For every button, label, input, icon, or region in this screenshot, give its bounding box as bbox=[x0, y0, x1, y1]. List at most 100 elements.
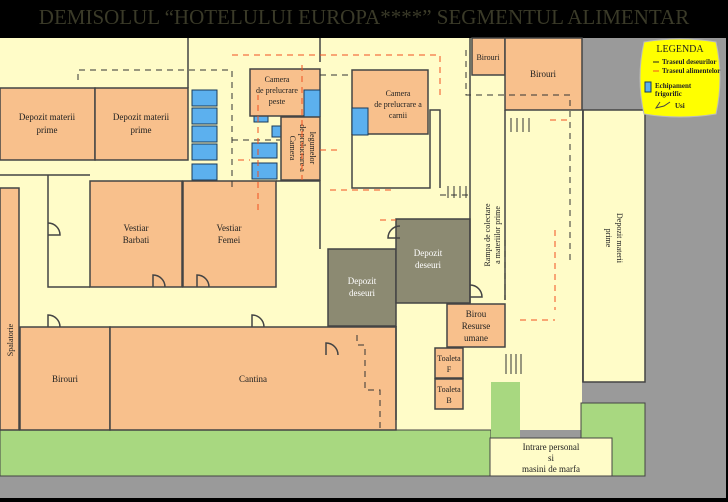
label: prime bbox=[604, 229, 613, 248]
label: Toaleta bbox=[437, 354, 461, 363]
label: Intrare personal bbox=[523, 442, 580, 452]
label: Spalatorie bbox=[6, 323, 15, 356]
entrance-area bbox=[489, 437, 613, 477]
label: Birouri bbox=[530, 69, 556, 79]
room-vestiar-femei bbox=[182, 180, 277, 288]
label: Toaleta bbox=[437, 385, 461, 394]
fridge bbox=[191, 163, 218, 181]
room-depozit-deseuri-1 bbox=[327, 248, 397, 327]
label: Camera bbox=[386, 89, 411, 98]
label: Birou bbox=[466, 309, 487, 319]
legend-item: Traseul alimentelor bbox=[662, 67, 720, 75]
label: Depozit materii bbox=[113, 112, 170, 122]
food-route bbox=[232, 54, 572, 321]
label: Rampa de colectare bbox=[483, 203, 492, 267]
label: Depozit materii bbox=[615, 213, 624, 264]
label-rampa: Rampa de colectare a materiilor prime bbox=[483, 203, 502, 267]
label: Barbati bbox=[123, 235, 150, 245]
label: Birouri bbox=[52, 374, 78, 384]
label: Vestiar bbox=[217, 223, 242, 233]
label: F bbox=[447, 365, 452, 374]
wall bbox=[0, 38, 584, 420]
room-birouri-jos bbox=[19, 326, 111, 431]
label: Depozit bbox=[414, 248, 443, 258]
label: de prelucrare a bbox=[298, 124, 307, 172]
label: si bbox=[548, 453, 555, 463]
room-toaleta-f bbox=[434, 347, 464, 379]
fridge-swatch bbox=[644, 81, 652, 93]
label: prime bbox=[131, 125, 152, 135]
door-icon bbox=[469, 284, 483, 298]
green-area-mid bbox=[491, 382, 520, 438]
label: a materiilor prime bbox=[493, 206, 502, 264]
label: deseuri bbox=[415, 260, 441, 270]
fridge-group bbox=[191, 89, 283, 181]
door-icon bbox=[47, 314, 61, 328]
waste-route bbox=[77, 50, 571, 430]
label: Femei bbox=[218, 235, 241, 245]
green-area-left bbox=[0, 429, 492, 477]
legend-item: Traseul deseurilor bbox=[662, 58, 717, 66]
label: Vestiar bbox=[124, 223, 149, 233]
door-icon bbox=[654, 101, 671, 109]
label: masini de marfa bbox=[522, 464, 580, 474]
label: Camera bbox=[265, 75, 290, 84]
stair-lines bbox=[505, 354, 522, 374]
label: de prelucrare a bbox=[374, 100, 422, 109]
stair-lines bbox=[510, 118, 530, 132]
fridge bbox=[191, 125, 218, 143]
stair-lines bbox=[447, 186, 467, 198]
room-cantina bbox=[109, 326, 397, 431]
legend: LEGENDA Traseul deseurilor Traseul alime… bbox=[639, 38, 721, 118]
plan-title: DEMISOLUL “HOTELULUI EUROPA****” SEGMENT… bbox=[39, 5, 689, 29]
door-icon bbox=[251, 314, 265, 328]
fridge bbox=[191, 107, 218, 125]
legend-background bbox=[639, 38, 721, 118]
label: Birouri bbox=[476, 53, 500, 62]
door-icon bbox=[325, 342, 339, 356]
room-depozit-2 bbox=[94, 87, 189, 161]
room-depozit-deseuri-2 bbox=[395, 218, 471, 304]
label: Camera bbox=[288, 136, 297, 161]
room-toaleta-b bbox=[434, 378, 464, 410]
label: deseuri bbox=[349, 288, 375, 298]
fridge bbox=[253, 115, 269, 123]
fridge bbox=[251, 142, 278, 159]
label: Depozit materii bbox=[19, 112, 76, 122]
door-icon bbox=[196, 274, 210, 288]
room-spalatorie bbox=[0, 187, 20, 431]
label: prime bbox=[37, 125, 58, 135]
room-depozit-1 bbox=[0, 87, 96, 161]
label: B bbox=[446, 396, 451, 405]
label-depozit-dreapta: Depozit materii prime bbox=[604, 213, 624, 264]
label: de prelucrare bbox=[256, 86, 298, 95]
label: Cantina bbox=[239, 374, 267, 384]
legend-title: LEGENDA bbox=[656, 44, 704, 55]
legend-item: Usi bbox=[675, 102, 685, 110]
stairs bbox=[447, 118, 530, 374]
room-vestiar-barbati bbox=[89, 180, 183, 288]
legend-item: Echipament bbox=[655, 82, 692, 90]
door-icon bbox=[152, 274, 166, 288]
room-camera-carne bbox=[351, 69, 429, 135]
wall bbox=[351, 109, 441, 189]
room-birouri-sus bbox=[504, 37, 583, 111]
fridge bbox=[351, 107, 369, 136]
fridge bbox=[251, 162, 278, 180]
fridge bbox=[191, 89, 218, 107]
label: Depozit bbox=[348, 276, 377, 286]
door-icon bbox=[387, 225, 401, 239]
right-storage-area bbox=[582, 109, 646, 383]
fridge bbox=[303, 89, 321, 118]
wall bbox=[47, 175, 90, 288]
label: umane bbox=[464, 333, 488, 343]
label: peste bbox=[269, 97, 286, 106]
label: legumelor bbox=[308, 132, 317, 165]
label: Resurse bbox=[462, 321, 491, 331]
doors bbox=[47, 222, 483, 356]
room-camera-legume bbox=[280, 116, 321, 181]
legend-item: frigorific bbox=[655, 90, 682, 98]
label: carnii bbox=[389, 111, 408, 120]
room-birou-resurse-umane bbox=[446, 303, 506, 348]
fridge bbox=[191, 143, 218, 161]
